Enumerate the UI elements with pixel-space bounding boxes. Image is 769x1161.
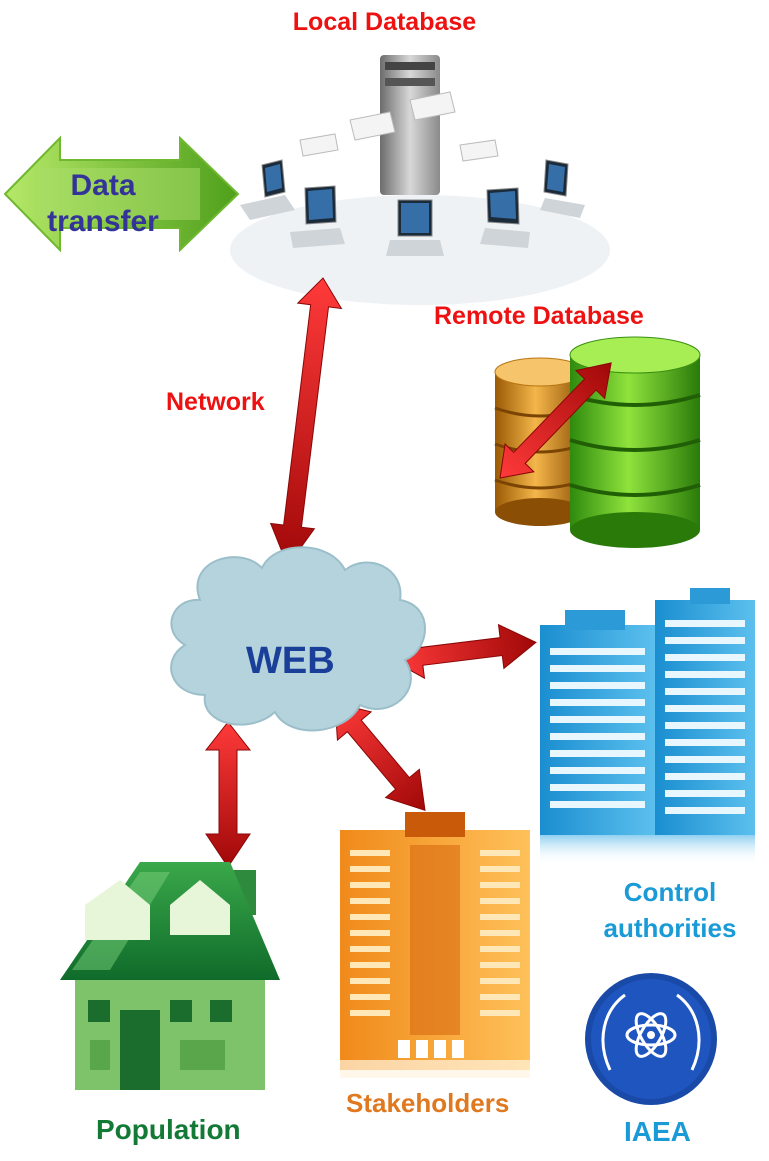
stakeholders-label: Stakeholders — [346, 1088, 510, 1118]
office-buildings-icon — [540, 588, 755, 865]
arrow-population-web — [204, 721, 252, 868]
remote-database-label: Remote Database — [434, 302, 644, 330]
population-label: Population — [96, 1114, 241, 1145]
house-icon — [60, 862, 280, 1090]
control-authorities-label: Control authorities — [603, 877, 737, 943]
cloud-icon — [170, 546, 426, 732]
network-label: Network — [166, 388, 265, 416]
data-transfer-label: Data transfer — [47, 169, 159, 238]
double-arrow-icon — [3, 135, 240, 253]
tower-building-icon — [340, 812, 530, 1078]
arrow-stakeholders-web — [334, 702, 426, 811]
iaea-logo-icon — [585, 973, 717, 1105]
arrow-remote-web — [499, 362, 612, 479]
arrow-local-web — [269, 277, 343, 567]
local-database-label: Local Database — [292, 8, 477, 36]
server-with-laptops-icon — [230, 55, 610, 305]
iaea-label: IAEA — [624, 1116, 691, 1147]
database-cylinders-icon — [494, 336, 701, 548]
web-label: WEB — [246, 640, 335, 682]
